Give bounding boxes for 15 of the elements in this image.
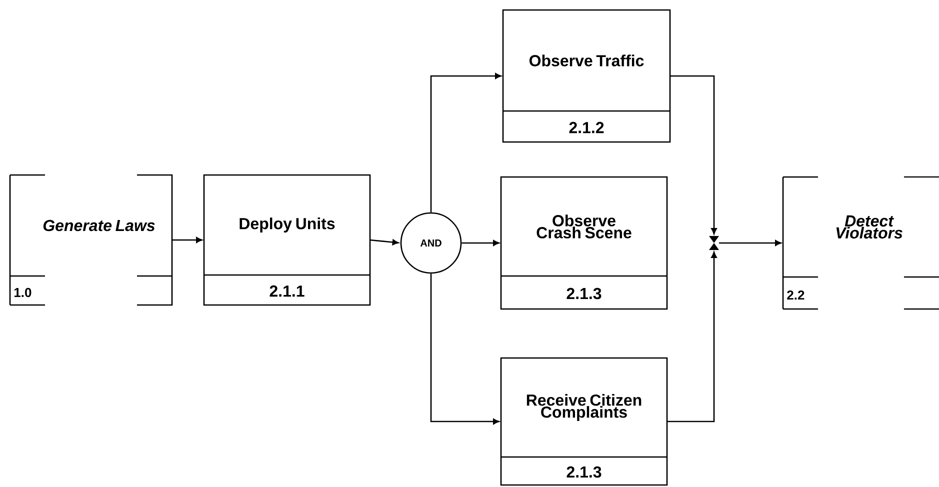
- arrow: [430, 274, 500, 424]
- junction-symbol: [709, 236, 719, 250]
- reference-box: Detect Violators 2.2: [782, 176, 939, 310]
- process-box: Receive Citizen Complaints 2.1.3: [500, 357, 668, 486]
- process-box: Observe Crash Scene 2.1.3: [500, 176, 668, 310]
- arrow: [670, 75, 717, 234]
- arrow: [667, 252, 717, 422]
- process-box: Deploy Units 2.1.1: [203, 174, 371, 306]
- arrow: [462, 240, 500, 246]
- arrow: [172, 237, 202, 243]
- arrow: [719, 240, 782, 246]
- process-box: Observe Traffic 2.1.2: [502, 9, 671, 143]
- arrow: [370, 239, 399, 246]
- reference-box: Generate Laws 1.0: [9, 174, 173, 306]
- arrow: [430, 73, 502, 212]
